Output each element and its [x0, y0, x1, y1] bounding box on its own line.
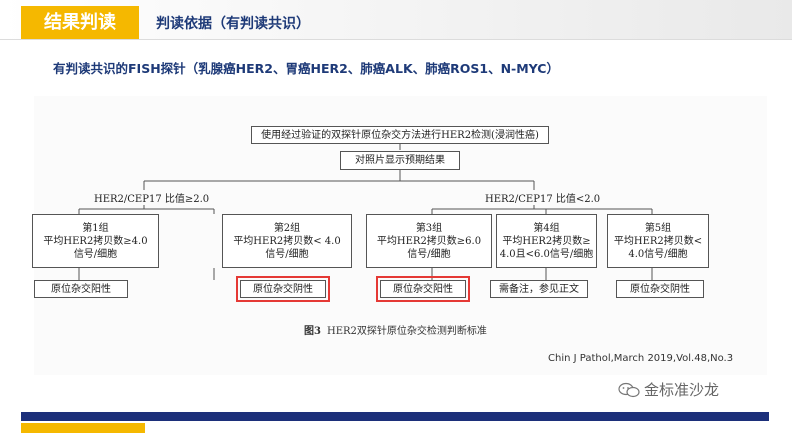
- result-box-group1: 原位杂交阳性: [34, 280, 128, 298]
- flow-box-group1: 第1组 平均HER2拷贝数≥4.0 信号/细胞: [32, 214, 159, 268]
- branch-label-ratio-low: HER2/CEP17 比值<2.0: [483, 190, 603, 205]
- group3-title: 第3组: [415, 222, 443, 234]
- flow-box-group5: 第5组 平均HER2拷贝数< 4.0信号/细胞: [607, 214, 709, 268]
- result-box-group5: 原位杂交阴性: [616, 280, 704, 298]
- flow-box-group3: 第3组 平均HER2拷贝数≥6.0 信号/细胞: [366, 214, 492, 268]
- group2-criteria: 平均HER2拷贝数< 4.0: [233, 235, 341, 247]
- group4-unit: 4.0且<6.0信号/细胞: [499, 248, 594, 260]
- watermark-text: 金标准沙龙: [644, 381, 720, 399]
- section-tab-title: 结果判读: [44, 12, 116, 33]
- flow-box-group4: 第4组 平均HER2拷贝数≥ 4.0且<6.0信号/细胞: [496, 214, 597, 268]
- group3-criteria: 平均HER2拷贝数≥6.0: [376, 235, 482, 247]
- group2-unit: 信号/细胞: [265, 248, 309, 260]
- result-box-group3-highlighted: 原位杂交阳性: [376, 276, 470, 302]
- group5-unit: 4.0信号/细胞: [628, 248, 688, 260]
- footer-yellow-bar: [21, 423, 145, 433]
- citation: Chin J Pathol,March 2019,Vol.48,No.3: [548, 353, 734, 364]
- flowchart-figure: 使用经过验证的双探针原位杂交方法进行HER2检测(浸润性癌) 对照片显示预期结果…: [32, 96, 767, 375]
- figure-caption-text: HER2双探针原位杂交检测判断标准: [326, 326, 487, 337]
- group4-criteria: 平均HER2拷贝数≥: [502, 235, 591, 247]
- result-box-group4: 需备注，参见正文: [490, 280, 588, 298]
- group1-criteria: 平均HER2拷贝数≥4.0: [43, 235, 148, 247]
- header-divider: [0, 39, 792, 40]
- flow-box-controls: 对照片显示预期结果: [340, 151, 460, 170]
- flow-box-method: 使用经过验证的双探针原位杂交方法进行HER2检测(浸润性癌): [251, 126, 549, 144]
- wechat-icon: [618, 382, 640, 397]
- flow-box-group2: 第2组 平均HER2拷贝数< 4.0 信号/细胞: [222, 214, 352, 268]
- footer-navy-bar: [21, 412, 769, 421]
- group5-criteria: 平均HER2拷贝数<: [613, 235, 703, 247]
- page-subtitle: 判读依据（有判读共识）: [156, 16, 310, 32]
- group1-unit: 信号/细胞: [73, 248, 118, 260]
- flowchart-connectors: [78, 144, 653, 280]
- figure-caption-label: 图3: [304, 326, 321, 337]
- group4-title: 第4组: [533, 222, 560, 234]
- group2-title: 第2组: [273, 222, 301, 234]
- group1-title: 第1组: [82, 222, 109, 234]
- result-box-group2-highlighted: 原位杂交阴性: [236, 276, 330, 302]
- group3-unit: 信号/细胞: [407, 248, 451, 260]
- group5-title: 第5组: [644, 222, 672, 234]
- slide-heading: 有判读共识的FISH探针（乳腺癌HER2、胃癌HER2、肺癌ALK、肺癌ROS1…: [53, 61, 559, 76]
- figure-caption: 图3 HER2双探针原位杂交检测判断标准: [304, 322, 487, 337]
- section-tab: 结果判读: [21, 6, 139, 39]
- watermark: 金标准沙龙: [618, 379, 719, 400]
- branch-label-ratio-high: HER2/CEP17 比值≥2.0: [92, 190, 212, 205]
